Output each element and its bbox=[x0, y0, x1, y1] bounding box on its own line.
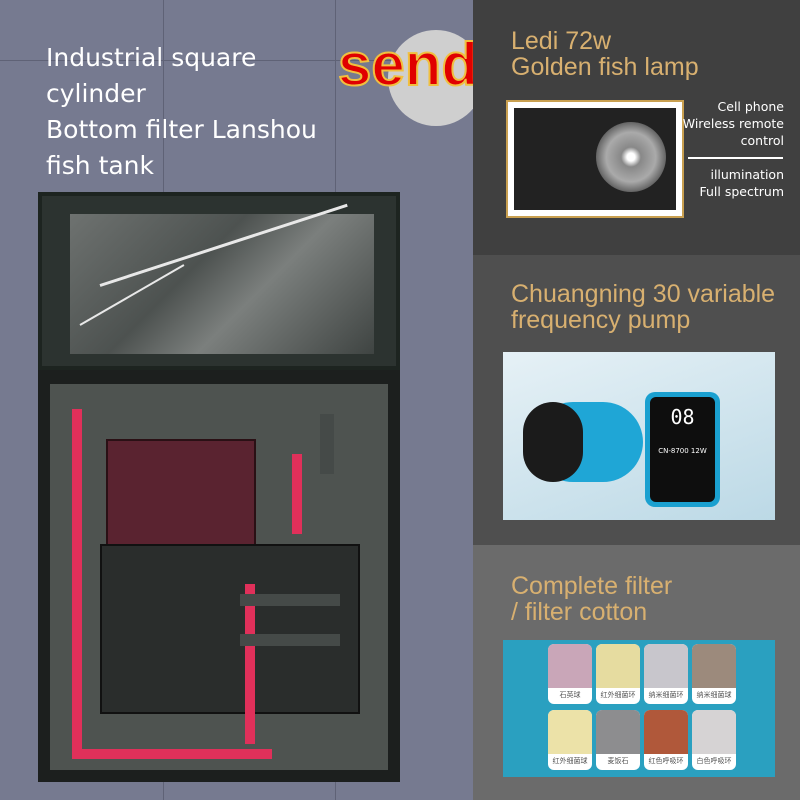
title-line: Ledi 72w bbox=[511, 27, 612, 55]
media-image bbox=[644, 644, 688, 688]
title-line: fish tank bbox=[46, 151, 155, 180]
pump-controller: 08 CN-8700 12W bbox=[645, 392, 720, 507]
title-line: frequency pump bbox=[511, 306, 691, 334]
media-image bbox=[596, 710, 640, 754]
marble-vein bbox=[99, 203, 348, 287]
gray-pipe bbox=[320, 414, 334, 474]
feature-line: Wireless remote bbox=[682, 116, 784, 131]
lamp-section: Ledi 72w Golden fish lamp Cell phone Wir… bbox=[473, 0, 800, 255]
title-line: Chuangning 30 variable bbox=[511, 280, 776, 308]
media-label: 石英球 bbox=[559, 691, 581, 699]
media-image bbox=[644, 710, 688, 754]
filter-media-tile: 白色呼吸环 bbox=[692, 710, 736, 770]
send-badge: send bbox=[337, 30, 473, 99]
feature-remote: Cell phone Wireless remote control bbox=[683, 98, 784, 149]
badge-circle bbox=[388, 30, 473, 126]
filter-media-tile: 纳米细菌环 bbox=[644, 644, 688, 704]
filter-media-tile: 石英球 bbox=[548, 644, 592, 704]
title-line: cylinder bbox=[46, 79, 146, 108]
red-pipe bbox=[292, 454, 302, 534]
lamp-case bbox=[514, 108, 676, 210]
title-line: / filter cotton bbox=[511, 598, 648, 626]
drip-filter-box bbox=[106, 439, 256, 549]
pump-model: CN-8700 12W bbox=[658, 447, 707, 455]
marble-backdrop bbox=[70, 203, 374, 354]
feature-line: Cell phone bbox=[717, 99, 784, 114]
gray-pipe bbox=[240, 594, 340, 606]
filter-media-tile: 麦饭石 bbox=[596, 710, 640, 770]
wall-tile-line bbox=[0, 60, 473, 61]
product-title: Industrial square cylinder Bottom filter… bbox=[46, 40, 317, 184]
pump-fan-icon bbox=[523, 402, 583, 482]
red-pipe bbox=[72, 409, 82, 749]
filter-media-tile: 纳米细菌球 bbox=[692, 644, 736, 704]
display-value: 08 bbox=[670, 405, 695, 429]
title-line: Complete filter bbox=[511, 572, 673, 600]
media-image bbox=[692, 710, 736, 754]
cabinet-frame bbox=[38, 370, 400, 782]
media-image bbox=[596, 644, 640, 688]
filter-media-tile: 红色呼吸环 bbox=[644, 710, 688, 770]
sump-tank bbox=[100, 544, 360, 714]
divider bbox=[688, 157, 783, 159]
feature-line: Full spectrum bbox=[699, 184, 785, 199]
lamp-photo bbox=[506, 100, 684, 218]
media-image bbox=[692, 644, 736, 688]
media-label: 白色呼吸环 bbox=[696, 757, 732, 765]
filter-title: Complete filter / filter cotton bbox=[511, 573, 672, 625]
feature-line: illumination bbox=[710, 167, 784, 182]
title-line: Industrial square bbox=[46, 43, 257, 72]
filter-media-tile: 红外细菌球 bbox=[548, 710, 592, 770]
media-label: 红外细菌球 bbox=[552, 757, 588, 765]
pump-title: Chuangning 30 variable frequency pump bbox=[511, 281, 775, 333]
fish-tank-glass bbox=[38, 192, 400, 370]
feature-spectrum: illumination Full spectrum bbox=[700, 166, 785, 200]
gray-pipe bbox=[240, 634, 340, 646]
media-image bbox=[548, 644, 592, 688]
red-pipe bbox=[72, 749, 272, 759]
tank-panel: Industrial square cylinder Bottom filter… bbox=[0, 0, 473, 800]
red-pipe bbox=[245, 584, 255, 744]
media-label: 红外细菌环 bbox=[600, 691, 636, 699]
media-label: 红色呼吸环 bbox=[648, 757, 684, 765]
media-label: 纳米细菌环 bbox=[648, 691, 684, 699]
media-label: 纳米细菌球 bbox=[696, 691, 732, 699]
title-line: Bottom filter Lanshou bbox=[46, 115, 317, 144]
pump-photo: 08 CN-8700 12W bbox=[503, 352, 775, 520]
controller-screen: 08 CN-8700 12W bbox=[650, 397, 715, 502]
lamp-icon bbox=[596, 122, 666, 192]
media-label: 麦饭石 bbox=[607, 757, 629, 765]
title-line: Golden fish lamp bbox=[511, 53, 699, 81]
feature-line: control bbox=[740, 133, 784, 148]
lamp-title: Ledi 72w Golden fish lamp bbox=[511, 28, 699, 80]
media-image bbox=[548, 710, 592, 754]
filter-media-photo: 石英球 红外细菌环 纳米细菌环 纳米细菌球红外细菌球 麦饭石 红色呼吸环 白色呼吸环 bbox=[503, 640, 775, 777]
filter-media-tile: 红外细菌环 bbox=[596, 644, 640, 704]
